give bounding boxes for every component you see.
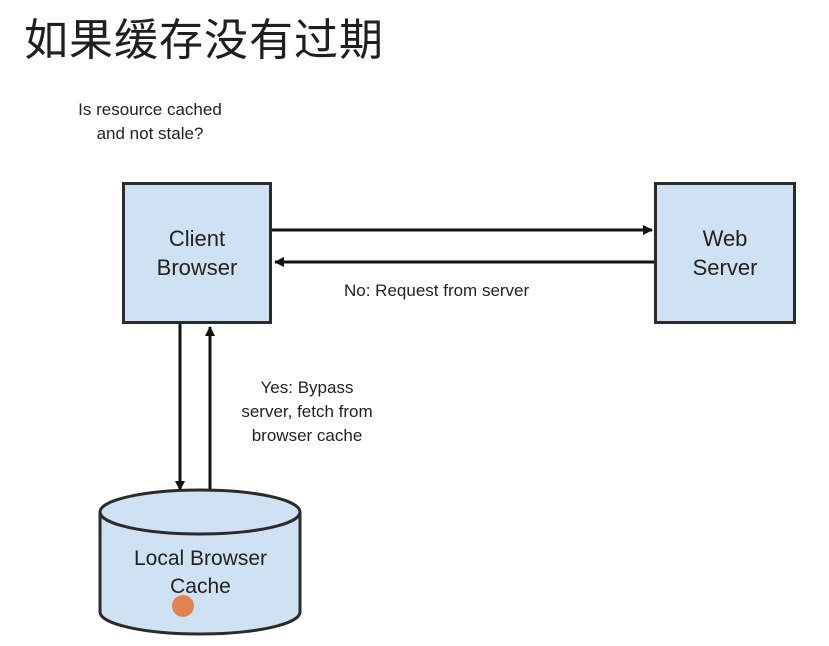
bypass-line-3: browser cache xyxy=(251,426,363,445)
local-browser-cache-label: Local Browser Cache xyxy=(98,545,303,601)
question-line-2: and not stale? xyxy=(96,124,204,143)
server-line-2: Server xyxy=(692,255,758,280)
cache-line-2: Cache xyxy=(170,575,231,598)
server-line-1: Web xyxy=(702,226,748,251)
cache-cylinder xyxy=(98,488,302,636)
question-text: Is resource cached and not stale? xyxy=(40,98,260,146)
web-server-box: Web Server xyxy=(654,182,796,324)
bypass-server-label: Yes: Bypass server, fetch from browser c… xyxy=(222,376,392,448)
request-from-server-label: No: Request from server xyxy=(344,281,530,300)
page-title: 如果缓存没有过期 xyxy=(24,15,384,66)
client-browser-box: Client Browser xyxy=(122,182,272,324)
pointer-cursor-icon xyxy=(172,595,194,617)
cache-line-1: Local Browser xyxy=(133,547,268,570)
bypass-line-2: server, fetch from xyxy=(241,402,373,421)
question-line-1: Is resource cached xyxy=(78,100,222,119)
bypass-line-1: Yes: Bypass xyxy=(260,378,354,397)
client-line-1: Client xyxy=(168,226,226,251)
client-line-2: Browser xyxy=(156,255,238,280)
